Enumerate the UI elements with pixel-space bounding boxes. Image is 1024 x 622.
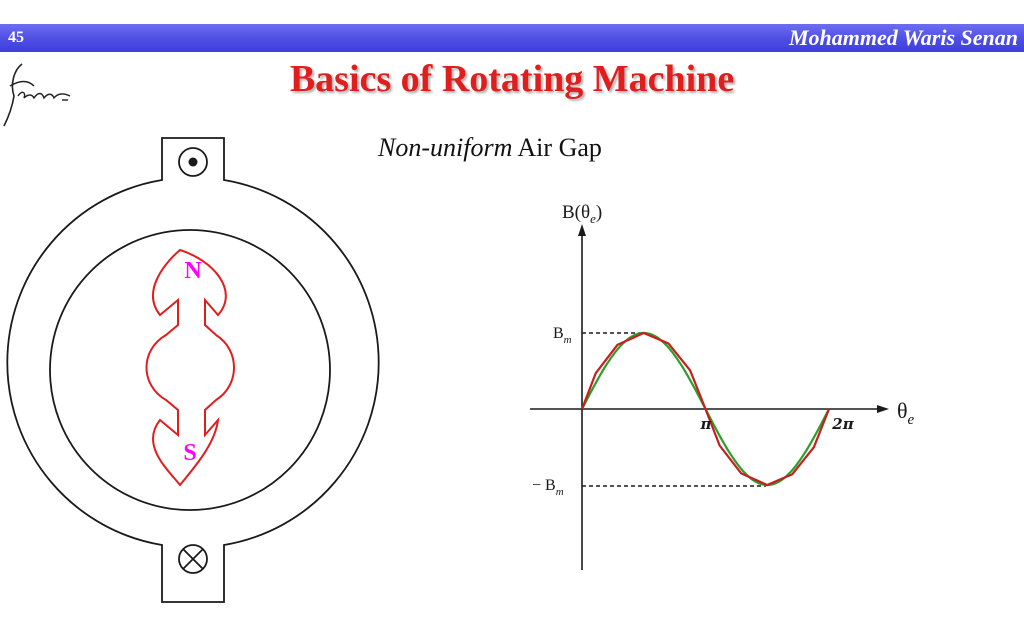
slide-number: 45	[8, 29, 24, 46]
x-tick-pi: π	[700, 415, 713, 433]
y-axis-arrow-icon	[578, 224, 586, 236]
x-axis-arrow-icon	[877, 405, 889, 413]
subtitle-rest: Air Gap	[512, 133, 602, 162]
x-axis-label: θe	[897, 398, 915, 428]
subtitle-emphasis: Non-uniform	[378, 133, 513, 162]
south-pole-label: S	[183, 440, 196, 466]
signature-icon	[3, 63, 71, 127]
dot-conductor-icon	[178, 147, 208, 177]
cross-conductor-icon	[178, 544, 208, 574]
red-series-line	[580, 331, 831, 487]
north-pole-label: N	[184, 258, 202, 284]
rotor-poles	[145, 248, 235, 487]
author-name: Mohammed Waris Senan	[788, 25, 1018, 50]
subtitle: Non-uniform Air Gap	[378, 133, 602, 163]
page-title: Basics of Rotating Machine	[289, 58, 735, 100]
header-bar: 45 Mohammed Waris Senan	[0, 24, 1024, 52]
flux-chart: B(θe) θe Bm − Bm π 2π	[530, 202, 915, 570]
y-axis-label: B(θe)	[562, 202, 602, 226]
stator	[6, 137, 380, 603]
stator-bore	[49, 229, 331, 511]
neg-bm-label: − Bm	[532, 477, 564, 498]
bm-label: Bm	[553, 325, 572, 346]
x-tick-2pi: 2π	[831, 415, 854, 433]
